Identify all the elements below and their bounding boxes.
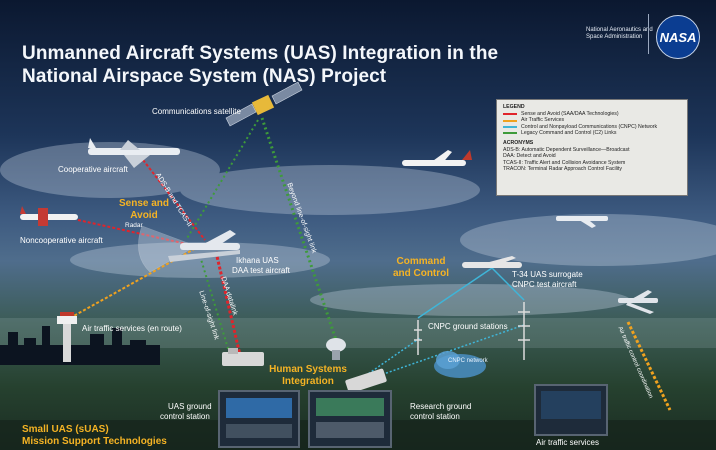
daa-link-line — [214, 251, 242, 356]
uas-gcs-photo — [218, 390, 300, 448]
legend-item-cnpc: Control and Nonpayload Communications (C… — [503, 124, 681, 130]
horizon-haze — [0, 318, 716, 348]
label-small-uas: Small UAS (sUAS) — [22, 424, 109, 435]
acronyms-title: ACRONYMS — [503, 140, 534, 147]
legend-swatch-cnpc — [503, 125, 517, 128]
atc-photo — [534, 384, 608, 436]
cnpc-link-line-1 — [417, 267, 493, 319]
los-link-line — [199, 255, 231, 356]
label-cnpc-network: CNPC network — [448, 358, 488, 364]
label-uas-ground: UAS ground — [168, 402, 212, 411]
t34-aircraft-icon — [462, 256, 522, 268]
acronym-tcas: TCAS-II: Traffic Alert and Collision Avo… — [503, 159, 626, 166]
label-research-ground-sub: control station — [410, 412, 460, 421]
c2-link-line — [185, 119, 259, 241]
legend-item-c2: Legacy Command and Control (C2) Links — [503, 130, 681, 136]
acronym-tracon: TRACON: Terminal Radar Approach Control … — [503, 165, 622, 172]
label-ikhana: Ikhana UAS — [236, 256, 279, 265]
noncooperative-aircraft-icon — [20, 206, 78, 226]
nasa-logo: NASA — [656, 15, 700, 59]
business-jet-icon — [556, 216, 608, 228]
legend-label-ats: Air Traffic Services — [521, 117, 565, 124]
cnpc-ground-station-icon-2 — [518, 302, 530, 360]
satellite-icon — [225, 81, 303, 127]
adsb-link-line — [139, 155, 206, 241]
nasa-logo-text: NASA — [659, 29, 697, 45]
label-radar: Radar — [125, 222, 143, 229]
label-t34-sub: CNPC test aircraft — [512, 280, 577, 289]
radar-link-line — [77, 219, 197, 247]
label-uas-ground-sub: control station — [160, 412, 210, 421]
label-satellite: Communications satellite — [152, 107, 241, 116]
acronym-adsb: ADS-B: Automatic Dependent Surveillance—… — [503, 147, 630, 154]
radar-cone — [138, 225, 197, 273]
label-small-uas-sub: Mission Support Technologies — [22, 436, 167, 447]
cnpc-network-cloud-icon — [434, 351, 486, 378]
city-skyline-icon — [0, 326, 160, 365]
cnpc-link-line-2 — [491, 267, 525, 301]
atc-coord-link-line — [626, 321, 672, 411]
gcs-trailer-icon-2 — [345, 368, 387, 394]
control-tower-icon — [57, 312, 77, 362]
header-divider — [648, 14, 649, 54]
ikhana-uas-icon — [168, 230, 240, 262]
label-research-ground: Research ground — [410, 402, 472, 411]
legend-item-saa: Sense and Avoid (SAA/DAA Technologies) — [503, 111, 681, 117]
legend-label-cnpc: Control and Nonpayload Communications (C… — [521, 123, 658, 130]
small-uas-icon — [618, 290, 658, 314]
label-atc-bottom: Air traffic services — [536, 438, 599, 447]
label-cnpc-stations: CNPC ground stations — [428, 322, 508, 331]
research-gcs-photo — [308, 390, 392, 448]
title-line-2: National Airspace System (NAS) Project — [22, 66, 387, 87]
cnpc-ground-station-icon-1 — [414, 320, 422, 355]
label-noncooperative: Noncooperative aircraft — [20, 236, 103, 245]
label-atc-enroute: Air traffic services (en route) — [82, 324, 182, 333]
dish-antenna-icon — [326, 338, 346, 360]
legend-box: LEGEND Sense and Avoid (SAA/DAA Technolo… — [496, 99, 688, 196]
legend-title: LEGEND — [503, 104, 525, 110]
gcs-trailer-icon-1 — [222, 348, 264, 366]
title-line-1: Unmanned Aircraft Systems (UAS) Integrat… — [22, 43, 499, 64]
agency-name: National Aeronautics and Space Administr… — [586, 27, 653, 40]
legend-item-ats: Air Traffic Services — [503, 117, 681, 123]
label-command-control: Command and Control — [392, 256, 450, 279]
legend-swatch-ats — [503, 119, 517, 122]
cloud-layer — [0, 142, 716, 316]
airliner-icon — [402, 150, 472, 166]
legend-swatch-c2 — [503, 131, 517, 134]
label-sense-avoid: Sense and Avoid — [118, 198, 170, 221]
label-t34: T-34 UAS surrogate — [512, 270, 583, 279]
page-title: Unmanned Aircraft Systems (UAS) Integrat… — [22, 42, 498, 88]
bls-link-line — [260, 117, 338, 341]
cooperative-aircraft-icon — [88, 138, 180, 168]
legend-swatch-saa — [503, 113, 517, 116]
legend-label-c2: Legacy Command and Control (C2) Links — [521, 129, 617, 136]
label-hsi: Human Systems Integration — [269, 364, 347, 387]
label-cooperative: Cooperative aircraft — [58, 165, 128, 174]
acronym-daa: DAA: Detect and Avoid — [503, 153, 556, 160]
legend-label-saa: Sense and Avoid (SAA/DAA Technologies) — [521, 111, 619, 118]
label-ikhana-sub: DAA test aircraft — [232, 266, 290, 275]
